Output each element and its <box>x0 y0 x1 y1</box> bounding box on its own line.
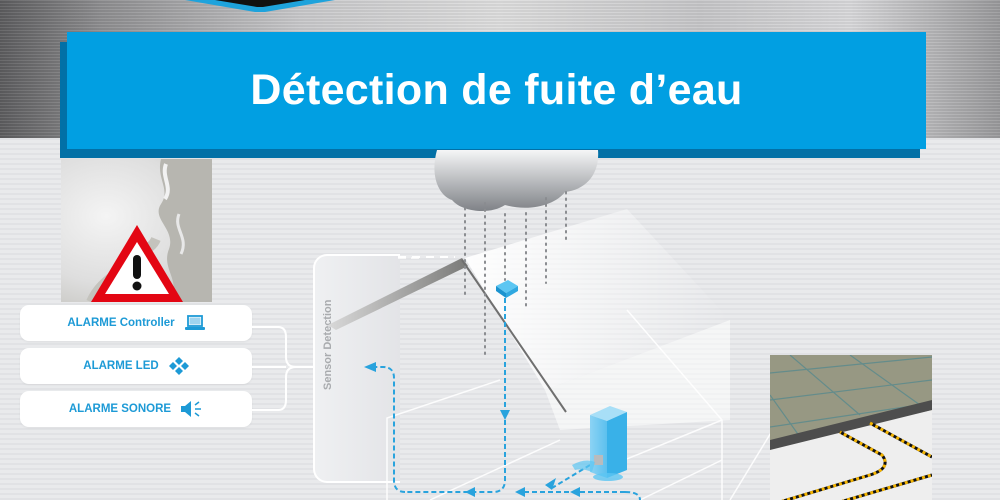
laptop-icon <box>184 315 205 330</box>
speaker-icon <box>181 401 202 417</box>
warning-triangle-icon <box>91 225 183 302</box>
title-banner: Détection de fuite d’eau <box>67 32 926 149</box>
sensor-detection-panel <box>313 254 400 483</box>
floor-sensor-cable-photo <box>770 355 932 500</box>
alarm-led-label: ALARME LED <box>83 360 159 372</box>
leak-sensor-icon <box>496 280 518 298</box>
led-diamond-icon <box>168 357 189 375</box>
alarm-sonore-button[interactable]: ALARME SONORE <box>20 391 252 427</box>
roof <box>328 258 468 330</box>
rain-cloud-icon <box>434 150 599 212</box>
alarm-connector-brace <box>252 326 318 411</box>
arrow-down <box>500 410 510 420</box>
alarm-led-button[interactable]: ALARME LED <box>20 348 252 384</box>
alarm-sonore-label: ALARME SONORE <box>68 403 172 415</box>
top-chevron-decoration <box>185 0 335 12</box>
arrow-left <box>364 362 376 372</box>
alarm-controller-button[interactable]: ALARME Controller <box>20 305 252 341</box>
controller-unit-icon <box>572 406 627 481</box>
house-wall <box>465 209 730 390</box>
page-title: Détection de fuite d’eau <box>250 66 743 114</box>
alarm-controller-label: ALARME Controller <box>67 317 175 329</box>
